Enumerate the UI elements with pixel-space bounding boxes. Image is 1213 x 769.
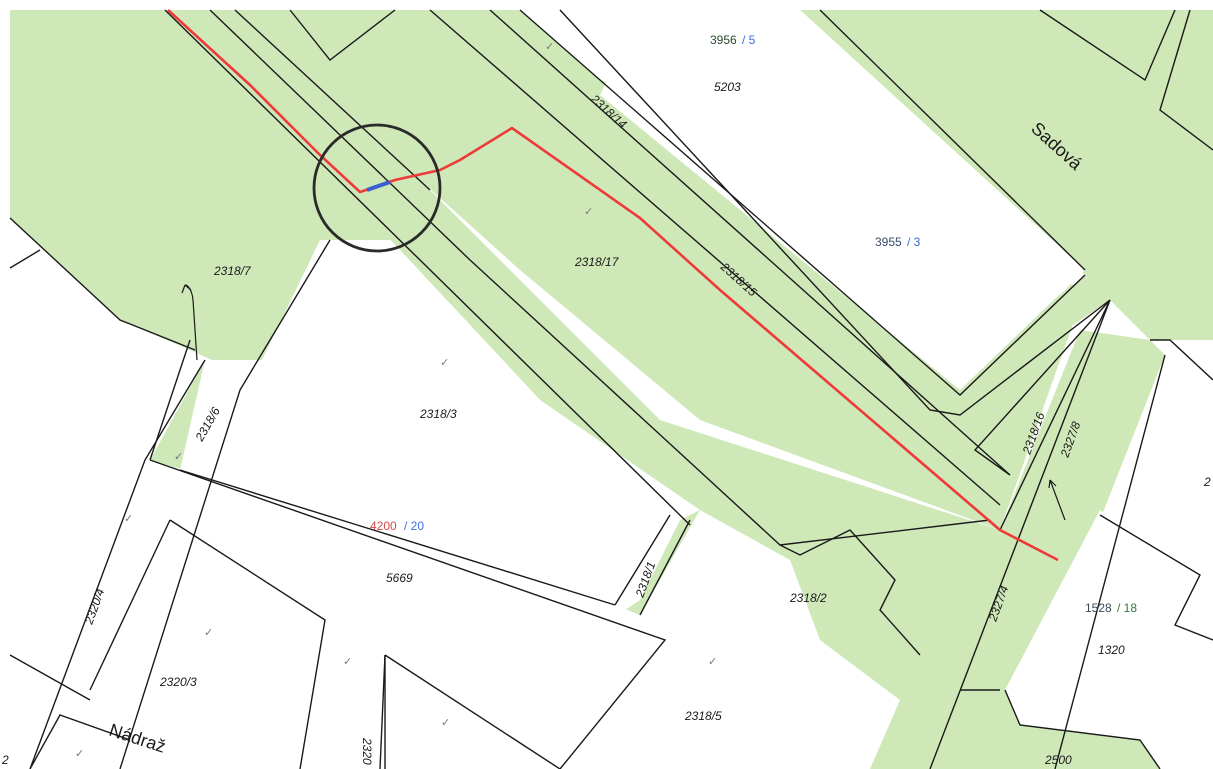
white-2318-3 [180, 240, 680, 620]
parcel-label: 2318/2 [789, 591, 827, 605]
green-parcel-2318-7 [10, 10, 395, 375]
border [1039, 9, 1176, 82]
border [1004, 689, 1161, 769]
green-sadova-street [790, 10, 1213, 340]
border [179, 469, 616, 606]
connection-segment [366, 180, 391, 192]
border [379, 654, 386, 769]
check-icon: ✓ [440, 356, 449, 369]
parcel-label: 5203 [714, 80, 741, 94]
border [149, 459, 667, 769]
building-block-1528 [1005, 510, 1213, 769]
parcel-label: 2320/3 [159, 675, 197, 689]
border [614, 514, 671, 606]
border [1159, 9, 1213, 151]
border [169, 519, 326, 769]
check-icon: ✓ [204, 626, 213, 639]
border [929, 299, 1111, 769]
route-line [167, 9, 1059, 562]
border [234, 9, 431, 191]
check-icon: ✓ [708, 655, 717, 668]
border [9, 217, 196, 351]
green-2318-16 [930, 330, 1165, 769]
border [819, 9, 1086, 271]
border [9, 654, 91, 701]
border [429, 9, 1001, 506]
parcel-label: 2 [1203, 475, 1211, 489]
parcel-label: 1320 [1098, 643, 1125, 657]
parcel-label: 5669 [386, 571, 413, 585]
check-icon: ✓ [584, 205, 593, 218]
building-sub-number: / 5 [742, 33, 756, 47]
building-block-3956 [640, 10, 1085, 295]
border [384, 654, 561, 769]
building-number: 3955 [875, 235, 902, 249]
border [289, 9, 396, 61]
green-parcel-2318-14 [440, 10, 1110, 415]
border [209, 9, 991, 546]
building-number: 1528 [1085, 601, 1112, 615]
border [29, 359, 206, 769]
building-labels: 3956 / 5 3955 / 3 4200 / 20 1528 / 18 [370, 33, 1137, 615]
border [9, 249, 41, 269]
green-areas [10, 10, 1213, 769]
check-icon: ✓ [343, 655, 352, 668]
border [1150, 339, 1213, 381]
building-block-3955 [600, 10, 1085, 390]
parcel-borders [9, 9, 1213, 769]
parcel-label: 2318/7 [213, 264, 252, 278]
check-icon: ✓ [174, 450, 183, 463]
check-icon: ✓ [75, 747, 84, 760]
parcel-label: 2318/5 [684, 709, 722, 723]
border [489, 9, 1011, 476]
check-icon: ✓ [124, 512, 133, 525]
border [639, 519, 691, 616]
check-marks: ✓ ✓ ✓ ✓ ✓ ✓ ✓ ✓ ✓ ✓ [75, 40, 717, 760]
white-areas [180, 10, 1213, 769]
parcel-label: 2500 [1044, 753, 1072, 767]
building-sub-number: / 18 [1117, 601, 1137, 615]
border [119, 239, 331, 769]
green-bottom-right [940, 690, 1160, 769]
green-parcel-2318-17 [235, 10, 1085, 530]
check-icon: ✓ [441, 716, 450, 729]
border [519, 9, 1086, 396]
green-strip-road [175, 10, 1000, 769]
border [973, 299, 1111, 476]
highlight-circle [312, 123, 442, 253]
border [89, 519, 171, 691]
border [164, 9, 691, 526]
border [1099, 514, 1213, 641]
border [29, 714, 131, 769]
border [1054, 354, 1166, 769]
border [149, 339, 191, 461]
parcel-label: 2 [1, 753, 9, 767]
border [559, 9, 1111, 416]
check-icon: ✓ [545, 40, 554, 53]
arrow-icon [181, 284, 198, 361]
parcel-label: 2320 [360, 737, 374, 765]
building-sub-number: / 20 [404, 519, 424, 533]
arrow-icon [1048, 479, 1066, 521]
parcel-label: 2318/3 [419, 407, 457, 421]
border [999, 299, 1111, 531]
building-number: 3956 [710, 33, 737, 47]
building-number: 4200 [370, 519, 397, 533]
parcel-label: 2318/17 [574, 255, 620, 269]
border [779, 529, 921, 656]
building-sub-number: / 3 [907, 235, 921, 249]
